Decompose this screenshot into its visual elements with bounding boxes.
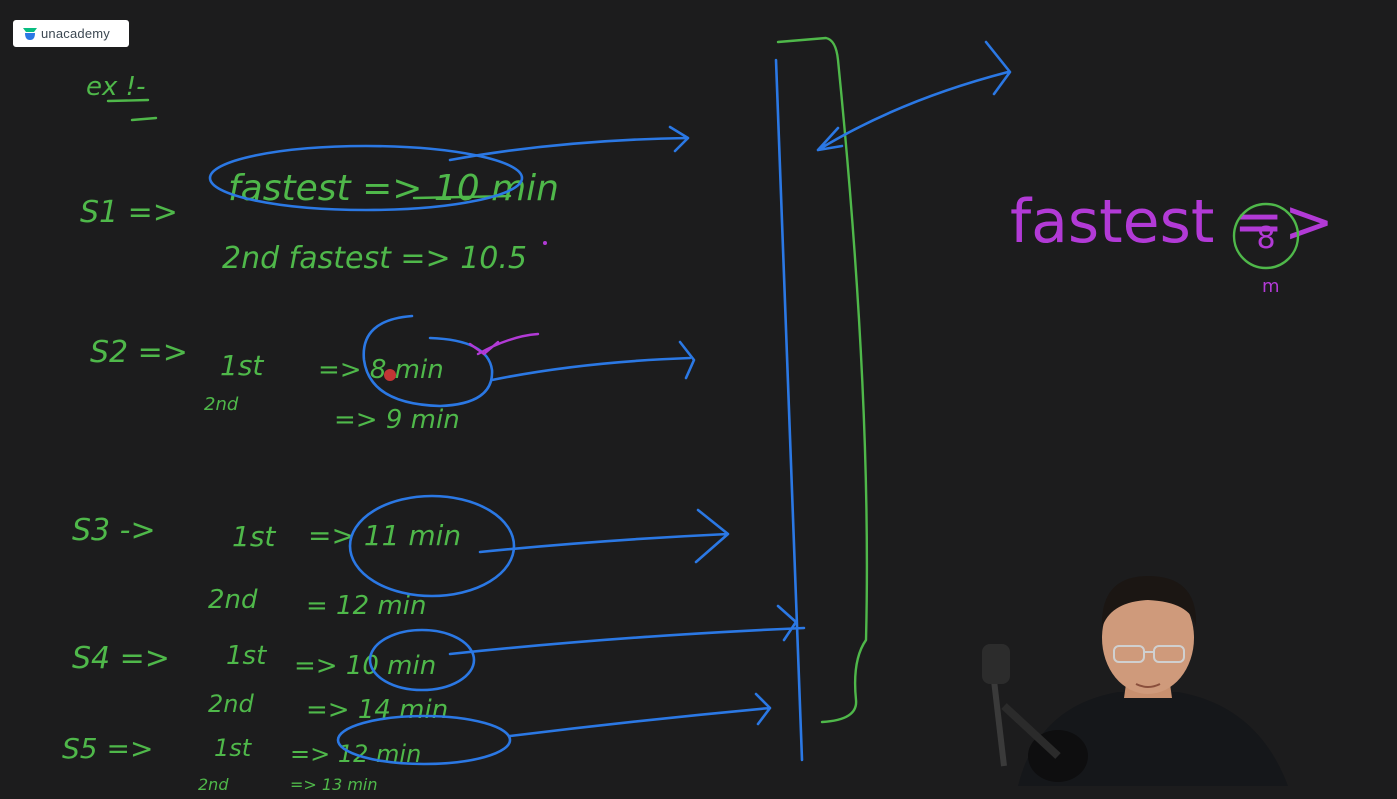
- row-s2-second: => 9 min: [334, 405, 460, 435]
- row-s1-label: S1 =>: [80, 195, 178, 230]
- row-s5-second: => 13 min: [290, 775, 378, 794]
- row-s1-second: 2nd fastest => 10.5: [222, 241, 527, 276]
- result-unit: m: [1262, 276, 1280, 297]
- row-s3-second-rank: 2nd: [208, 585, 258, 615]
- heading-text: ex !-: [86, 72, 145, 102]
- arrow-s1: [448, 125, 690, 162]
- blue-bracket: [774, 58, 804, 762]
- unacademy-logo: unacademy: [13, 20, 129, 47]
- double-arrow: [816, 40, 1012, 152]
- unacademy-logo-icon: [23, 27, 37, 40]
- dot-mark: [543, 241, 547, 245]
- row-s3-label: S3 ->: [72, 513, 156, 548]
- heading-underline: [106, 98, 158, 122]
- arrow-s3: [478, 508, 730, 564]
- row-s3-first-rank: 1st: [232, 520, 276, 553]
- result-circle: [1232, 202, 1300, 270]
- row-s3-second: = 12 min: [306, 591, 426, 621]
- row-s2-first: => 8 min: [318, 355, 444, 385]
- brand-name: unacademy: [41, 26, 111, 41]
- circle-s4: [368, 628, 476, 692]
- row-s4-second-rank: 2nd: [208, 690, 254, 718]
- row-s4-first: => 10 min: [294, 651, 436, 681]
- green-bracket: [776, 36, 869, 724]
- row-s4-label: S4 =>: [72, 641, 170, 676]
- arrow-s4: [448, 604, 806, 656]
- pointer-dot: [384, 369, 396, 381]
- arrow-s2: [490, 340, 696, 382]
- result-label: fastest =>: [1010, 187, 1334, 257]
- circle-s5: [336, 714, 512, 766]
- check-mark-icon: [468, 332, 540, 356]
- row-s1-first: fastest => 10 min: [228, 168, 559, 209]
- row-s2-first-rank: 1st: [220, 349, 264, 382]
- row-s4-first-rank: 1st: [226, 641, 267, 671]
- result-value: 8: [1256, 221, 1275, 256]
- row-s3-first: => 11 min: [308, 519, 461, 552]
- presenter-video: [968, 566, 1300, 786]
- circle-s3: [348, 494, 516, 598]
- circle-s1: [208, 144, 524, 212]
- row-s2-second-rank: 2nd: [204, 394, 239, 415]
- row-s2-label: S2 =>: [90, 335, 188, 370]
- arrow-s5: [508, 692, 772, 738]
- row-s5-second-rank: 2nd: [198, 775, 229, 794]
- row-s5-label: S5 =>: [62, 732, 153, 765]
- row-s5-first-rank: 1st: [214, 734, 253, 762]
